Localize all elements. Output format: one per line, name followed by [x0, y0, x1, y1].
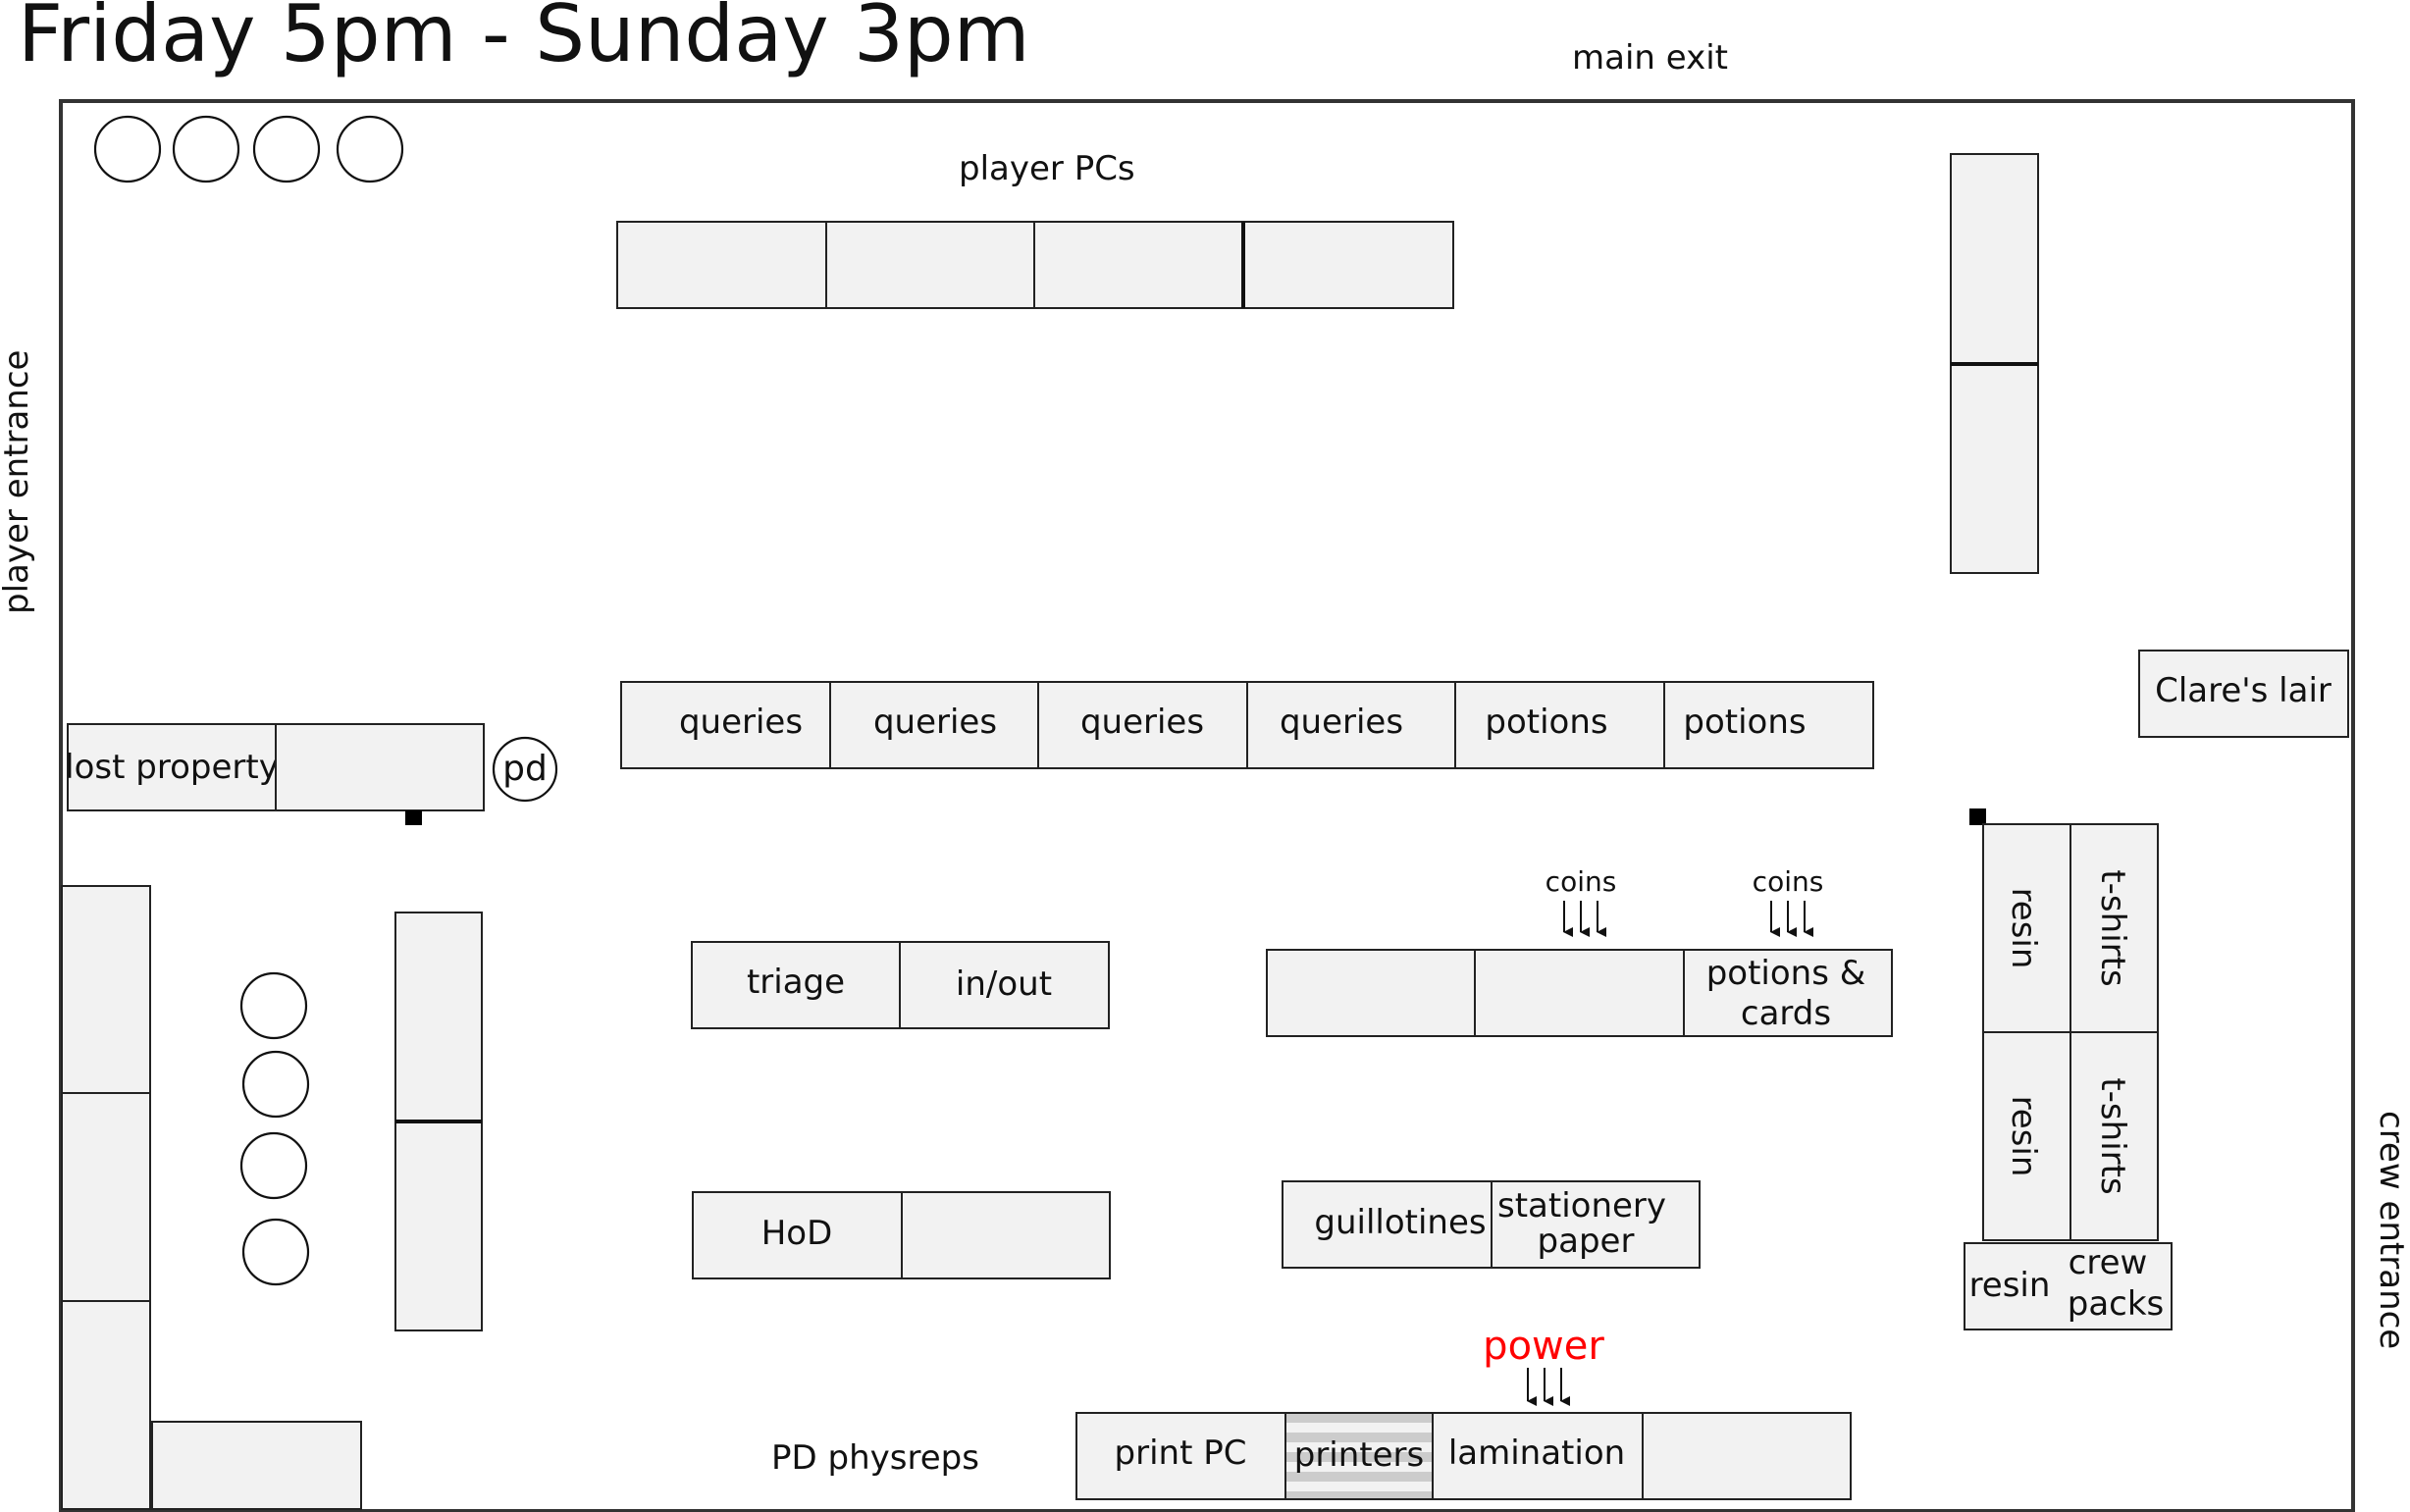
crew-entrance-label: crew entrance — [2372, 1111, 2410, 1349]
table — [825, 221, 1035, 309]
clares-lair-label: Clare's lair — [2155, 671, 2331, 710]
potions-cards-table — [1683, 949, 1893, 1037]
stationery-label-line2: paper — [1538, 1222, 1635, 1261]
hod-table — [692, 1191, 903, 1279]
in-out-table — [899, 941, 1110, 1029]
t-shirts-table — [2069, 823, 2159, 1033]
queries-label: queries — [679, 703, 803, 742]
page-title: Friday 5pm - Sunday 3pm — [18, 0, 1030, 79]
stationery-label-line1: stationery — [1497, 1186, 1666, 1225]
table — [616, 221, 827, 309]
chair — [239, 971, 308, 1040]
queries-table — [829, 681, 1039, 769]
resin-crew-packs-table — [1964, 1242, 2173, 1330]
crew-packs-label-line1: crew — [2069, 1243, 2148, 1282]
queries-table — [1246, 681, 1456, 769]
t-shirts-label: t-shirts — [2093, 1077, 2132, 1194]
potions-label: potions — [1485, 703, 1607, 742]
clares-lair-table — [2138, 650, 2349, 738]
table — [275, 723, 485, 811]
chair — [239, 1131, 308, 1200]
room-outline — [59, 99, 2355, 1512]
chair — [241, 1050, 310, 1119]
chair — [336, 115, 404, 183]
table — [394, 912, 483, 1122]
lamination-label: lamination — [1448, 1434, 1625, 1473]
table — [61, 1092, 151, 1302]
resin-table — [1982, 1031, 2071, 1241]
resin-table — [1982, 823, 2071, 1033]
power-socket — [405, 810, 422, 825]
table — [1642, 1412, 1852, 1500]
pd-physreps-label: PD physreps — [771, 1438, 979, 1478]
main-exit-label: main exit — [1572, 38, 1728, 78]
power-label: power — [1483, 1324, 1604, 1369]
stationery-table — [1491, 1180, 1701, 1269]
chair — [252, 115, 321, 183]
table — [1474, 949, 1685, 1037]
guillotines-label: guillotines — [1314, 1203, 1486, 1242]
table — [61, 885, 151, 1094]
power-socket — [1969, 808, 1986, 825]
resin-label: resin — [1969, 1266, 2051, 1305]
chair — [241, 1218, 310, 1286]
player-entrance-label: player entrance — [0, 350, 36, 614]
lost-property-label: lost property — [65, 748, 279, 787]
potions-table — [1454, 681, 1665, 769]
player-pcs-label: player PCs — [959, 149, 1135, 188]
t-shirts-table — [2069, 1031, 2159, 1241]
t-shirts-label: t-shirts — [2093, 869, 2132, 986]
pd-marker — [492, 736, 558, 803]
table — [1266, 949, 1476, 1037]
potions-label: potions — [1683, 703, 1806, 742]
table — [61, 1300, 151, 1510]
triage-label: triage — [747, 963, 845, 1002]
coins-label: coins — [1753, 865, 1824, 898]
table — [1950, 153, 2039, 365]
triage-table — [691, 941, 901, 1029]
resin-label: resin — [2004, 1096, 2043, 1177]
guillotines-table — [1282, 1180, 1493, 1269]
lost-property-table — [67, 723, 277, 811]
in-out-label: in/out — [956, 965, 1052, 1004]
potions-table — [1663, 681, 1874, 769]
queries-label: queries — [873, 703, 997, 742]
resin-label: resin — [2004, 888, 2043, 969]
printers-table — [1284, 1412, 1434, 1500]
chair — [172, 115, 240, 183]
table — [151, 1421, 362, 1510]
printers-label: printers — [1294, 1435, 1425, 1475]
table — [394, 1121, 483, 1331]
queries-table — [1037, 681, 1248, 769]
pd-label: pd — [502, 749, 548, 789]
potions-cards-label-line2: cards — [1741, 994, 1831, 1033]
chair — [93, 115, 162, 183]
table — [1243, 221, 1454, 309]
coins-label: coins — [1546, 865, 1617, 898]
crew-packs-label-line2: packs — [2068, 1284, 2165, 1324]
print-pc-label: print PC — [1115, 1434, 1247, 1473]
table — [1950, 363, 2039, 574]
print-pc-table — [1075, 1412, 1286, 1500]
hod-label: HoD — [761, 1214, 833, 1253]
queries-label: queries — [1080, 703, 1204, 742]
queries-label: queries — [1280, 703, 1403, 742]
table — [901, 1191, 1111, 1279]
potions-cards-label-line1: potions & — [1706, 954, 1866, 993]
table — [1033, 221, 1244, 309]
